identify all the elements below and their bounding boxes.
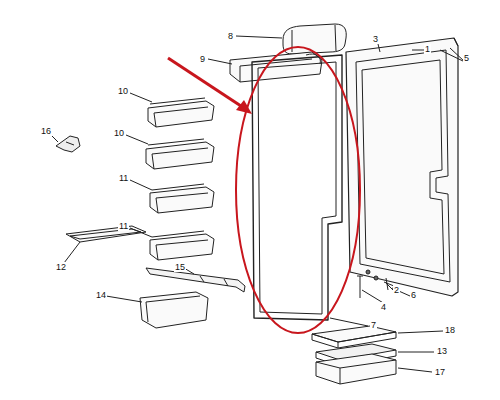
callout-number: 5 — [463, 53, 470, 63]
callout-number: 9 — [199, 54, 206, 64]
callout-number: 6 — [410, 290, 417, 300]
callout-number: 17 — [434, 367, 446, 377]
callout-number: 8 — [227, 31, 234, 41]
callout-number: 4 — [380, 302, 387, 312]
callout-number: 16 — [40, 126, 52, 136]
callout-number: 13 — [436, 346, 448, 356]
callout-number: 11 — [118, 173, 129, 183]
callout-number: 1 — [424, 44, 431, 54]
callout-number: 12 — [55, 262, 67, 272]
callout-number: 7 — [370, 320, 377, 330]
callout-number: 18 — [444, 325, 456, 335]
callout-number: 15 — [174, 262, 186, 272]
callout-number: 2 — [393, 285, 400, 295]
callout-number: 14 — [95, 290, 107, 300]
callout-number: 3 — [372, 34, 379, 44]
callout-number: 11 — [118, 221, 129, 231]
callout-number: 10 — [117, 86, 129, 96]
callout-number: 10 — [113, 128, 125, 138]
